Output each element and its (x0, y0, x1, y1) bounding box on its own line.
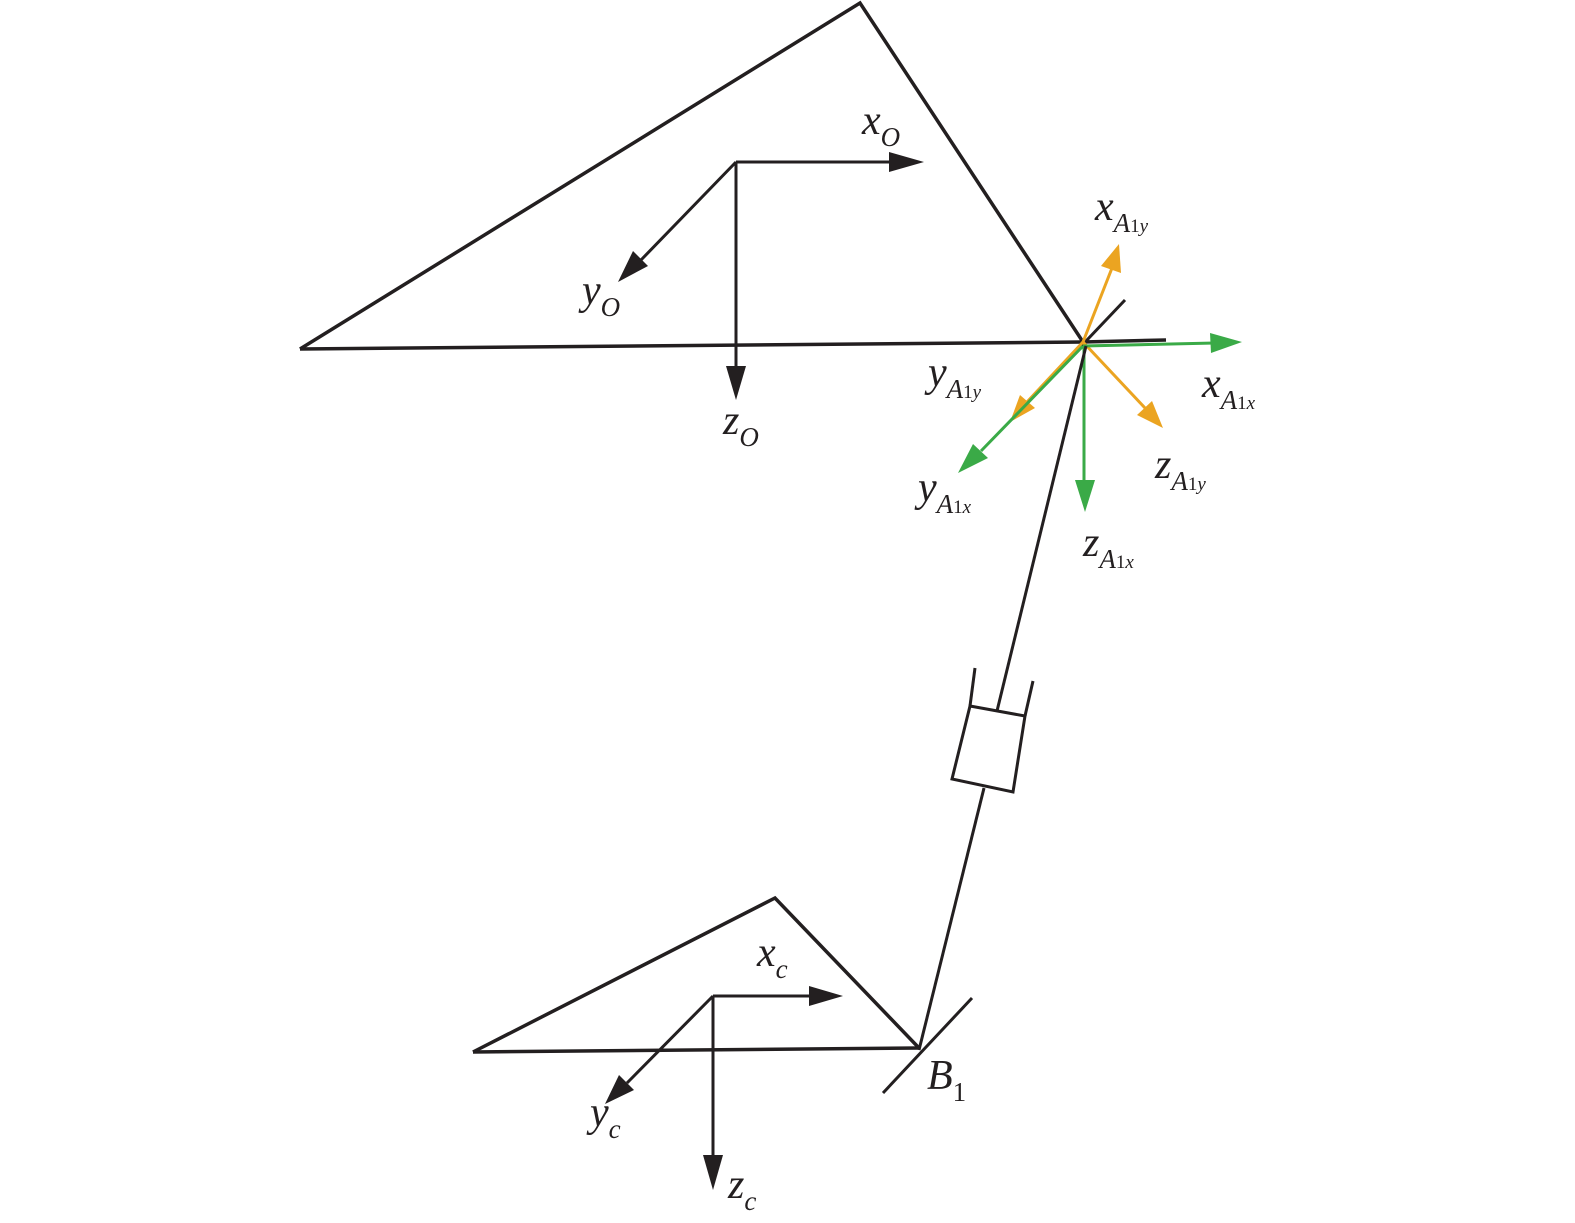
zA1y-axis (1081, 340, 1147, 410)
zA1x-arrowhead (1075, 480, 1095, 512)
yO-axis (639, 160, 738, 262)
cylinder-body (950, 704, 1027, 794)
leg-actuator (917, 345, 1088, 1051)
label-yc: yc (590, 1090, 621, 1144)
zc-arrowhead (703, 1155, 723, 1190)
label-xA1y: xA1y (1095, 184, 1149, 238)
xA1y-arrowhead (1101, 244, 1121, 273)
leg-lower-rod (917, 787, 986, 1051)
yO-arrowhead (618, 251, 648, 282)
yc-arrowhead (605, 1075, 634, 1104)
xA1y-axis (1081, 267, 1114, 343)
label-zA1y: zA1y (1155, 442, 1206, 496)
frame-O (618, 152, 924, 400)
xO-arrowhead (889, 152, 924, 172)
label-xO: xO (862, 98, 901, 152)
label-B1: B1 (927, 1053, 967, 1107)
xA1x-axis (1082, 341, 1216, 348)
xA1x-arrowhead (1210, 333, 1242, 353)
label-xc: xc (757, 930, 788, 984)
joint-B1-line (881, 996, 974, 1095)
zO-arrowhead (726, 366, 746, 400)
cylinder-side-left (968, 667, 977, 707)
label-yA1y: yA1y (928, 350, 982, 404)
label-xA1x: xA1x (1202, 361, 1256, 415)
frame-A1y (1010, 244, 1163, 428)
frame-A1x (958, 333, 1242, 512)
yA1x-arrowhead (958, 444, 988, 473)
yc-axis (625, 994, 715, 1085)
upper-platform (299, 0, 1167, 351)
label-zc: zc (728, 1162, 757, 1216)
label-zO: zO (723, 398, 759, 452)
label-yA1x: yA1x (918, 465, 972, 519)
leg-upper-rod (995, 345, 1088, 712)
xc-arrowhead (809, 986, 843, 1006)
yA1x-axis (979, 344, 1085, 453)
label-zA1x: zA1x (1083, 520, 1134, 574)
cylinder-side-right (1023, 680, 1035, 717)
zA1y-arrowhead (1137, 401, 1163, 428)
frame-c (605, 986, 843, 1190)
label-yO: yO (582, 268, 621, 322)
lower-platform (472, 895, 921, 1054)
